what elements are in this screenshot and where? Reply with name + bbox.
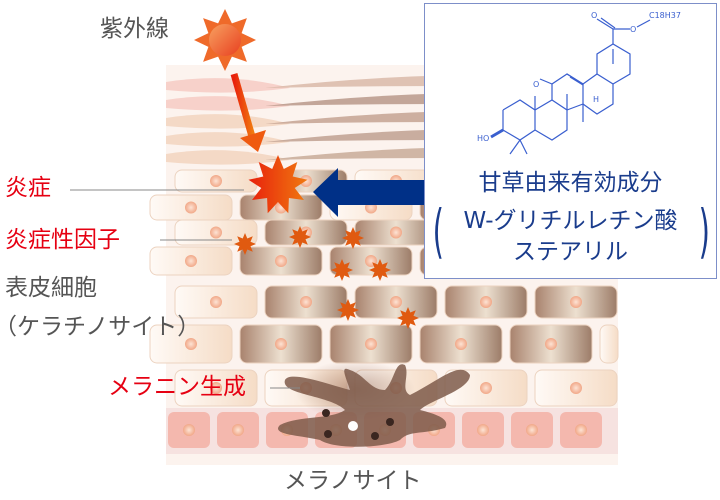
keratinocyte-cell — [174, 369, 258, 407]
keratinocyte-cell — [174, 169, 258, 193]
stratum-layer — [166, 78, 290, 93]
ester-o-label: O — [630, 25, 636, 34]
close-paren: ) — [698, 197, 710, 265]
carbonyl-o-label: O — [533, 80, 539, 89]
keratinocyte-cell — [149, 324, 233, 364]
hydroxyl-label: HO — [477, 134, 489, 143]
ingredient-box: HO O O O C18H37 H 甘草由来有効成分 W-グリチルレチン酸 ステ… — [424, 3, 717, 279]
uv-label: 紫外線 — [100, 16, 169, 42]
keratinocyte-cell — [149, 246, 233, 276]
melanocyte-cell — [278, 360, 470, 447]
keratinocyte-cell — [174, 285, 258, 319]
keratinocyte-cell — [509, 324, 593, 364]
inflammatory-factor-label: 炎症性因子 — [5, 227, 120, 253]
inflammatory-factor-icon — [331, 259, 353, 281]
stratum-layer — [166, 150, 290, 165]
epidermal-cell-label: 表皮細胞 — [5, 275, 97, 301]
inflammatory-factor-icon — [337, 299, 359, 321]
ester-chain-label: C18H37 — [649, 11, 681, 20]
basal-cell — [511, 412, 553, 448]
stratum-layer — [166, 114, 290, 129]
keratinocyte-cell — [174, 219, 258, 246]
inflammatory-factor-icon — [369, 259, 391, 281]
melanin-production-label: メラニン生成 — [108, 374, 246, 400]
inflammatory-factor-icon — [289, 226, 311, 248]
keratinocyte-cell — [534, 369, 618, 407]
ingredient-name-line2: ステアリル — [513, 239, 628, 265]
keratinocyte-cell — [149, 194, 233, 221]
keratinocyte-cell — [599, 324, 619, 364]
keratinocyte-cell — [354, 219, 438, 246]
basal-cell — [168, 412, 210, 448]
inflammatory-factors — [234, 226, 419, 329]
inflammation-label: 炎症 — [5, 175, 51, 201]
basal-cell — [217, 412, 259, 448]
keratinocyte-cell — [444, 285, 528, 319]
melanocyte-label: メラノサイト — [284, 468, 422, 494]
inflammatory-factor-icon — [397, 307, 419, 329]
sun-icon — [194, 9, 256, 71]
molecule-structure: HO O O O C18H37 H — [477, 11, 681, 155]
keratinocyte-cell — [239, 324, 323, 364]
inflammation-burst-icon — [248, 155, 308, 214]
stratum-layer — [166, 96, 290, 111]
keratinocyte-cell — [354, 285, 438, 319]
keratinocyte-cell — [419, 324, 503, 364]
ingredient-name-line1: W-グリチルレチン酸 — [463, 208, 678, 234]
basal-cell — [462, 412, 504, 448]
inflammatory-factor-icon — [342, 227, 364, 249]
uv-arrow — [230, 73, 266, 152]
ingredient-title: 甘草由来有効成分 — [478, 170, 663, 196]
keratinocyte-cell — [534, 285, 618, 319]
carbonyl-o2-label: O — [591, 11, 597, 20]
keratinocyte-label: （ケラチノサイト） — [0, 314, 201, 340]
keratinocyte-cell — [239, 246, 323, 276]
open-paren: ( — [432, 197, 444, 265]
keratinocyte-cell — [329, 246, 413, 276]
keratinocyte-cell — [264, 285, 348, 319]
hydrogen-label: H — [593, 95, 599, 104]
inflammatory-factor-icon — [234, 233, 256, 255]
inhibition-arrow — [313, 168, 424, 217]
basal-cell — [560, 412, 602, 448]
keratinocyte-cell — [329, 324, 413, 364]
